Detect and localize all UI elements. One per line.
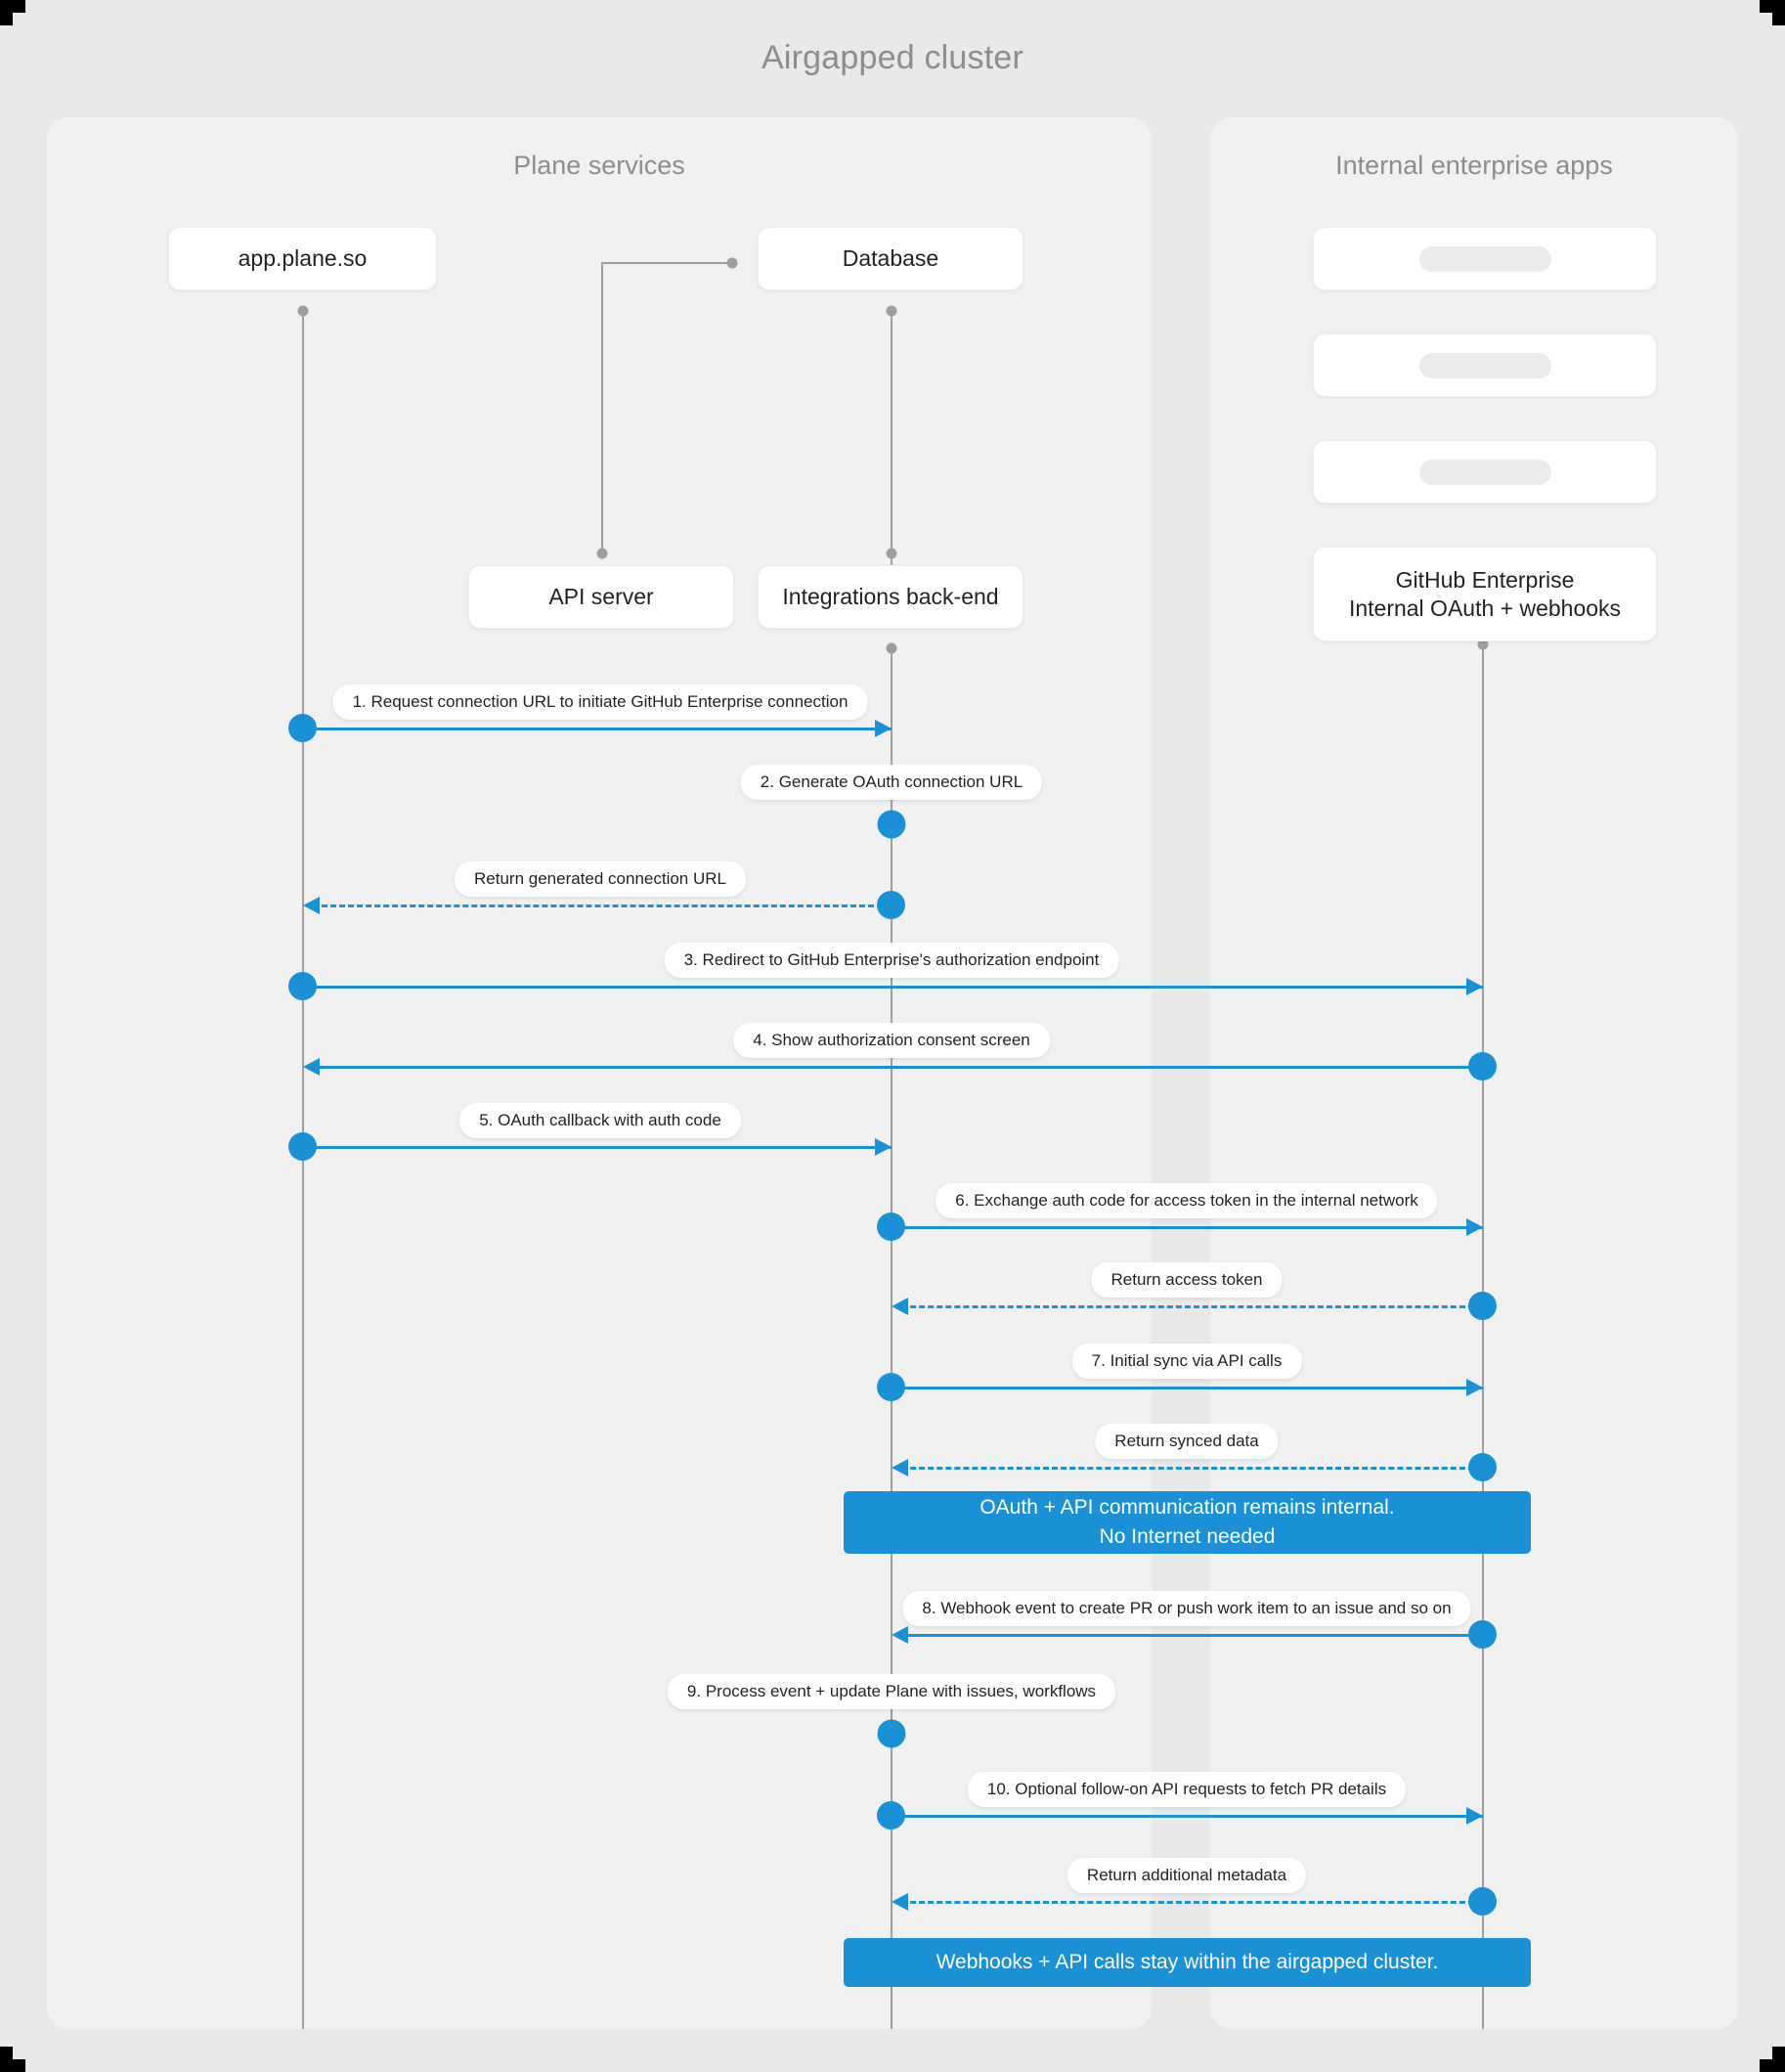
lifeline-dot-database-end [886,548,897,559]
message-label-5: 4. Show authorization consent screen [733,1023,1050,1058]
group-panel-plane-services: Plane services [47,117,1152,2029]
message-label-13: 10. Optional follow-on API requests to f… [967,1772,1407,1807]
placeholder-bar [1418,245,1551,272]
message-label-7: 6. Exchange auth code for access token i… [936,1183,1438,1218]
self-message-dot-12 [877,1719,906,1748]
lifeline-github-enterprise [1482,642,1484,2029]
self-message-dot-2 [877,810,906,839]
note-oauth-internal: OAuth + API communication remains intern… [844,1491,1531,1554]
participant-database: Database [758,227,1023,290]
note-line-1: Webhooks + API calls stay within the air… [936,1950,1439,1973]
crop-mark-top-right [1760,0,1785,25]
message-label-11: 8. Webhook event to create PR or push wo… [902,1591,1471,1626]
message-label-12: 9. Process event + update Plane with iss… [667,1674,1116,1709]
participant-label-line-1: GitHub Enterprise [1395,566,1575,593]
lifeline-app-plane-so [302,311,304,2029]
message-label-8: Return access token [1091,1262,1283,1298]
participant-placeholder-3 [1313,440,1657,504]
lifeline-database [891,311,892,569]
lifeline-dot-database [886,305,897,317]
lifeline-integrations [891,646,892,2029]
participant-integrations-backend: Integrations back-end [758,565,1023,629]
crop-mark-top-left [0,0,25,25]
diagram-title: Airgapped cluster [762,39,1023,76]
lifeline-dot-ghe [1477,639,1489,650]
participant-label: app.plane.so [238,245,368,272]
placeholder-bar [1418,352,1551,378]
message-label-1: 1. Request connection URL to initiate Gi… [332,684,868,720]
participant-label: API server [548,584,654,610]
note-line-1: OAuth + API communication remains intern… [980,1495,1395,1519]
participant-placeholder-1 [1313,227,1657,290]
message-label-9: 7. Initial sync via API calls [1071,1344,1302,1379]
participant-github-enterprise: GitHub Enterprise Internal OAuth + webho… [1313,547,1657,641]
message-label-10: Return synced data [1095,1424,1279,1459]
message-label-14: Return additional metadata [1067,1858,1307,1893]
message-label-6: 5. OAuth callback with auth code [459,1103,741,1138]
crop-mark-bottom-left [0,2047,25,2072]
lifeline-dot-integrations [886,642,897,654]
participant-label: Integrations back-end [782,584,999,610]
group-title-plane-services: Plane services [513,151,685,180]
participant-placeholder-2 [1313,333,1657,397]
participant-app-plane-so: app.plane.so [168,227,437,290]
placeholder-bar [1418,459,1551,485]
participant-label-line-2: Internal OAuth + webhooks [1348,595,1622,621]
group-title-internal-enterprise-apps: Internal enterprise apps [1335,151,1613,180]
participant-label: Database [842,245,939,272]
note-webhooks-internal: Webhooks + API calls stay within the air… [844,1938,1531,1987]
message-label-4: 3. Redirect to GitHub Enterprise's autho… [664,943,1119,978]
crop-mark-bottom-right [1760,2047,1785,2072]
participant-api-server: API server [468,565,734,629]
message-label-2: 2. Generate OAuth connection URL [740,765,1043,800]
message-label-3: Return generated connection URL [455,861,746,897]
note-line-2: No Internet needed [1099,1525,1276,1548]
lifeline-dot-app [297,305,309,317]
